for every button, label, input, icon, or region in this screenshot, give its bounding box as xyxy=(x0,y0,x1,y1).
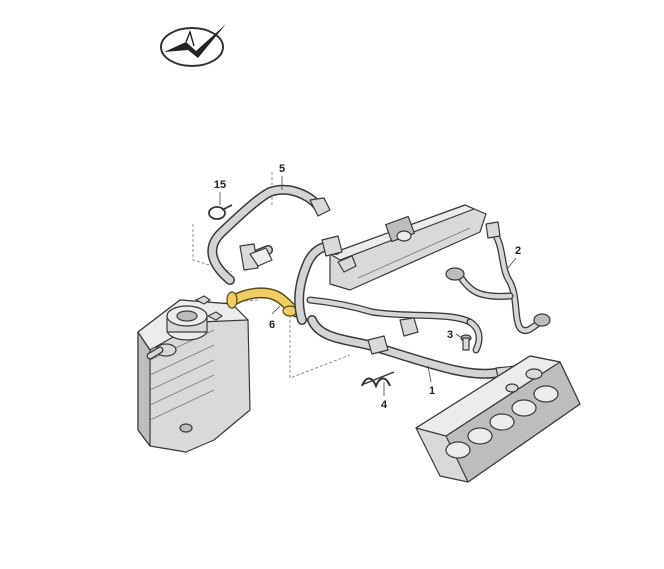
hose-1 xyxy=(294,235,521,387)
bolt-3 xyxy=(460,334,472,351)
hose-clamp-15 xyxy=(208,204,233,220)
callout-leaders xyxy=(219,176,517,396)
callout-1: 1 xyxy=(429,385,435,397)
callout-6: 6 xyxy=(269,319,275,331)
callout-labels: 5 15 2 3 4 1 6 xyxy=(214,163,521,411)
hose-5 xyxy=(207,184,331,285)
oil-separator-housing xyxy=(137,295,251,453)
callout-4: 4 xyxy=(381,399,388,411)
clip-4 xyxy=(361,371,395,389)
callout-5: 5 xyxy=(279,163,285,175)
cylinder-head-cover xyxy=(415,355,581,483)
callout-15: 15 xyxy=(214,179,226,191)
callout-3: 3 xyxy=(447,329,453,341)
intake-rail xyxy=(329,204,487,291)
callout-2: 2 xyxy=(515,245,521,257)
hose-2 xyxy=(445,221,551,335)
logo-emblem-icon xyxy=(160,24,226,67)
hose-6-highlighted xyxy=(226,287,302,318)
